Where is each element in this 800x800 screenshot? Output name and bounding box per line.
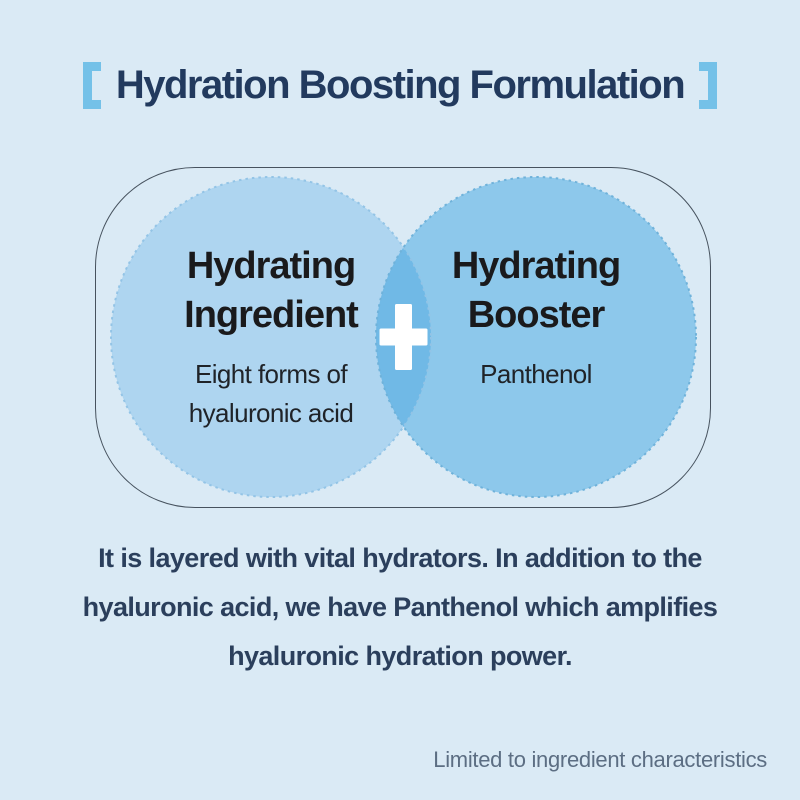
right-circle <box>376 177 696 497</box>
close-bracket-icon <box>699 62 718 109</box>
description-line-3: hyaluronic hydration power. <box>228 641 572 671</box>
left-circle <box>111 177 431 497</box>
left-circle-subtitle: Eight forms of hyaluronic acid <box>188 359 354 429</box>
venn-diagram-panel: Hydrating Ingredient Eight forms of hyal… <box>95 167 711 508</box>
disclaimer-text: Limited to ingredient characteristics <box>433 747 767 772</box>
right-circle-outline <box>375 176 697 498</box>
description-line-2: hyaluronic acid, we have Panthenol which… <box>82 592 718 622</box>
page-title-text: Hydration Boosting Formulation <box>115 63 686 107</box>
description-line-1: It is layered with vital hydrators. In a… <box>98 543 702 573</box>
right-circle-label: Hydrating Booster Panthenol <box>376 242 696 394</box>
left-circle-outline <box>110 176 432 498</box>
left-circle-label: Hydrating Ingredient Eight forms of hyal… <box>111 242 431 433</box>
right-circle-subtitle: Panthenol <box>480 359 592 390</box>
left-circle-heading: Hydrating Ingredient <box>184 245 359 336</box>
page-title: Hydration Boosting Formulation <box>0 62 800 109</box>
venn-diagram <box>110 176 697 498</box>
plus-icon <box>379 304 428 370</box>
open-bracket-icon <box>82 62 101 109</box>
description-text: It is layered with vital hydrators. In a… <box>0 534 800 681</box>
right-circle-heading: Hydrating Booster <box>451 245 621 336</box>
